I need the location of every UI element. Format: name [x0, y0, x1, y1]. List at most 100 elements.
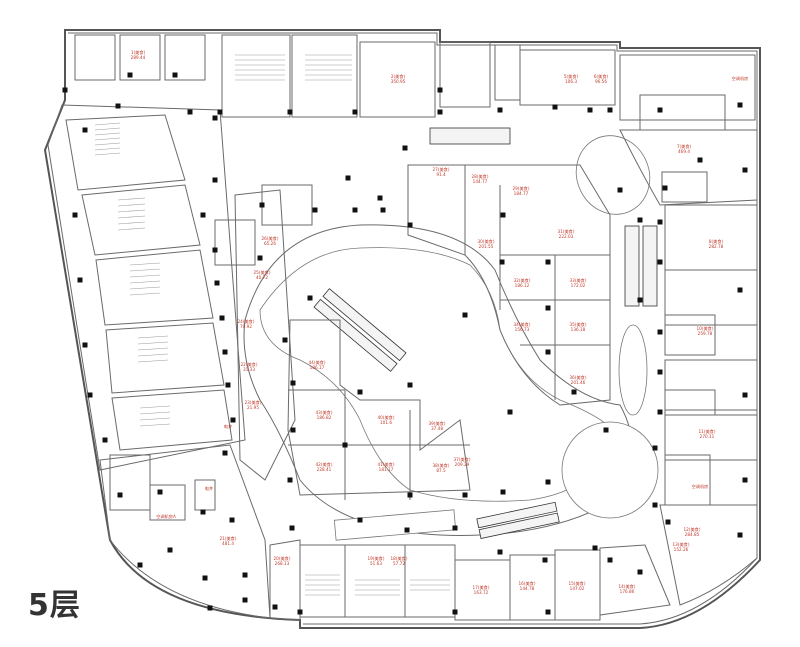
- column: [207, 605, 213, 611]
- column: [137, 562, 143, 568]
- column: [87, 392, 93, 398]
- room-label-r18: 11(美食)270.11: [699, 428, 716, 439]
- column: [242, 597, 248, 603]
- room-label-r41: 空调机房A: [156, 513, 176, 520]
- column: [571, 389, 577, 395]
- column: [462, 492, 468, 498]
- column: [545, 305, 551, 311]
- room-label-r42: 空调机房: [692, 483, 709, 490]
- column: [290, 427, 296, 433]
- room-label-r36: 41(美食)181.17: [378, 461, 395, 472]
- column: [500, 489, 506, 495]
- column: [452, 609, 458, 615]
- column: [452, 525, 458, 531]
- column: [212, 247, 218, 253]
- column: [287, 477, 293, 483]
- column: [603, 427, 609, 433]
- column: [607, 107, 613, 113]
- floor-label: 5层: [28, 588, 81, 623]
- column: [407, 222, 413, 228]
- column: [352, 207, 358, 213]
- column: [657, 369, 663, 375]
- column: [662, 185, 668, 191]
- room-labels: 5(美食)106.36(美食)96.562(美食)350.957(美食)469.…: [131, 49, 749, 595]
- column: [217, 109, 223, 115]
- column: [542, 557, 548, 563]
- column: [290, 380, 296, 386]
- column: [407, 382, 413, 388]
- room-label-r6: 27(美食)91.4: [433, 166, 450, 177]
- room-label-r25: 20(美食)268.13: [274, 555, 291, 566]
- column: [312, 207, 318, 213]
- room-label-r24: 17(美食)163.72: [473, 584, 490, 595]
- column: [259, 202, 265, 208]
- column: [357, 389, 363, 395]
- column: [157, 489, 163, 495]
- column: [657, 107, 663, 113]
- room-label-r22: 15(美食)147.02: [569, 580, 586, 591]
- column: [222, 349, 228, 355]
- column: [617, 187, 623, 193]
- room-label-r26: 21(美食)481.4: [220, 535, 237, 546]
- column: [380, 207, 386, 213]
- column: [637, 217, 643, 223]
- column: [307, 295, 313, 301]
- column: [742, 392, 748, 398]
- column: [222, 450, 228, 456]
- column: [297, 609, 303, 615]
- column: [657, 409, 663, 415]
- column: [737, 287, 743, 293]
- column: [607, 557, 613, 563]
- room-label-r8: 29(美食)184.77: [513, 185, 530, 196]
- column: [282, 337, 288, 343]
- column: [637, 569, 643, 575]
- column: [200, 509, 206, 515]
- column: [187, 109, 193, 115]
- room-label-r4: 7(美食)469.4: [677, 143, 692, 154]
- column: [657, 329, 663, 335]
- room-label-r34: 39(美食)37.48: [429, 420, 446, 431]
- room-label-r15: 36(美食)201.46: [570, 374, 587, 385]
- room-label-r35: 40(美食)101.6: [378, 414, 395, 425]
- column: [77, 277, 83, 283]
- column: [202, 575, 208, 581]
- room-label-r17: 10(美食)259.78: [697, 325, 714, 336]
- top-service-area: [74, 34, 756, 131]
- column: [637, 297, 643, 303]
- room-label-r11: 32(美食)186.12: [514, 277, 531, 288]
- column: [545, 479, 551, 485]
- column: [62, 87, 68, 93]
- room-label-r10: 31(美食)222.03: [558, 228, 575, 239]
- column: [652, 445, 658, 451]
- column: [592, 545, 598, 551]
- column: [82, 342, 88, 348]
- room-label-r39: 44(美食)186.17: [309, 359, 326, 370]
- room-label-r46: 19(美食)51.63: [368, 555, 385, 566]
- column: [115, 103, 121, 109]
- room-label-r12: 33(美食)172.02: [570, 277, 587, 288]
- column: [230, 417, 236, 423]
- room-label-r13: 34(美食)156.73: [514, 321, 531, 332]
- column: [657, 259, 663, 265]
- column: [437, 87, 443, 93]
- room-label-r33: 38(美食)87.5: [433, 462, 450, 473]
- column: [72, 212, 78, 218]
- room-label-r45: 18(美食)57.72: [391, 555, 408, 566]
- column: [545, 609, 551, 615]
- column: [500, 212, 506, 218]
- south-shops: [269, 539, 671, 621]
- column: [200, 212, 206, 218]
- column: [82, 127, 88, 133]
- building-outline: [43, 29, 761, 629]
- column: [272, 604, 278, 610]
- room-label-r3: 2(美食)350.95: [391, 73, 406, 84]
- column: [552, 104, 558, 110]
- column: [437, 109, 443, 115]
- east-shops: [619, 129, 758, 606]
- column: [357, 517, 363, 523]
- room-label-r14: 35(美食)136.18: [570, 321, 587, 332]
- column: [167, 547, 173, 553]
- room-label-r31: 26(美食)65.26: [262, 235, 279, 246]
- room-label-r30: 25(美食)40.72: [254, 269, 271, 280]
